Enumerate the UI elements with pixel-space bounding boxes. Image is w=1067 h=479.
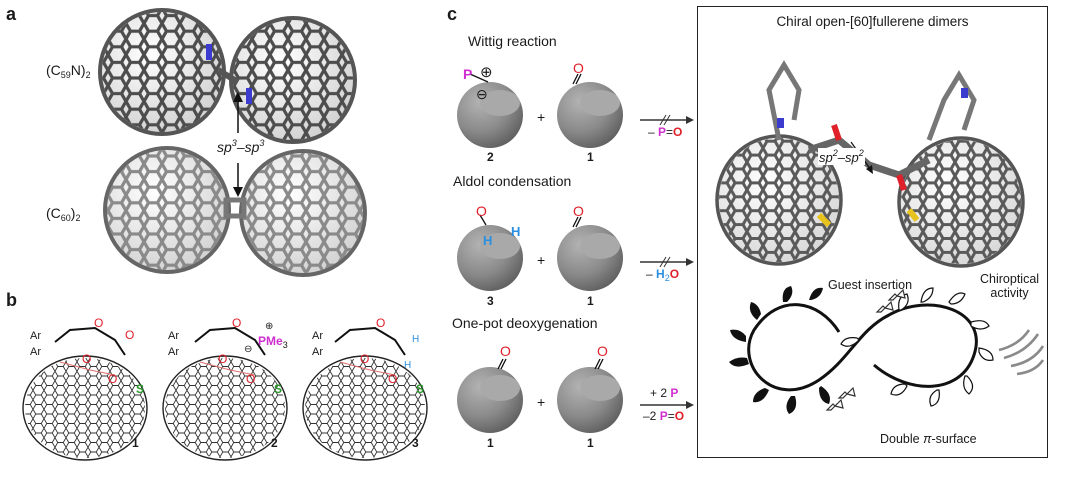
sphere-icon xyxy=(457,225,523,291)
deox-right-o-atom: O xyxy=(597,343,608,359)
aldol-right-number: 1 xyxy=(587,294,594,308)
c2-ar1: Ar xyxy=(168,330,179,342)
c2-minus-charge: ⊖ xyxy=(244,344,253,355)
sphere-icon xyxy=(557,225,623,291)
compound-2-number: 2 xyxy=(271,436,278,450)
box-graphic xyxy=(715,60,1045,414)
aldol-o-atom: O xyxy=(476,203,487,219)
chiroptical-spiral-icon xyxy=(998,329,1045,376)
reaction-arrow-icon xyxy=(640,401,694,409)
c2-o3: O xyxy=(246,372,256,386)
c3-o2: O xyxy=(360,352,370,366)
reaction-arrow-icon xyxy=(640,256,694,268)
c1-o3: O xyxy=(82,352,92,366)
double-pi-surface-label: Double π-surface xyxy=(880,432,977,446)
compound-2-structure xyxy=(162,326,288,461)
c3-h2: H xyxy=(404,360,412,371)
reaction-title-wittig: Wittig reaction xyxy=(468,33,557,49)
c1-ar2: Ar xyxy=(30,346,41,358)
wittig-byproduct: – P=O xyxy=(648,125,683,139)
panel-a-letter: a xyxy=(6,4,17,24)
deox-left-o-atom: O xyxy=(500,343,511,359)
c2-plus-charge: ⊕ xyxy=(265,321,274,332)
c60-dimer-icon xyxy=(103,146,367,277)
box-title: Chiral open-[60]fullerene dimers xyxy=(776,14,969,29)
compound-1-number: 1 xyxy=(132,436,139,450)
c3-s: S xyxy=(416,382,425,396)
compound-3-number: 3 xyxy=(412,436,419,450)
aldol-left-number: 3 xyxy=(487,294,494,308)
panel-b-graphic xyxy=(22,326,428,461)
deox-right-number: 1 xyxy=(587,436,594,450)
c1-s: S xyxy=(136,382,145,396)
wittig-p-atom: P xyxy=(463,66,473,82)
sp3-sp3-label: sp3–sp3 xyxy=(215,138,267,155)
double-arrow-icon xyxy=(825,288,906,411)
sphere-icon xyxy=(557,82,623,148)
aldol-h2-atom: H xyxy=(511,224,521,239)
c59n-dimer-label: (C59N)2 xyxy=(46,62,91,80)
panel-b-letter: b xyxy=(6,290,17,310)
compound-3-structure xyxy=(302,326,428,461)
c3-o1: O xyxy=(376,316,386,330)
c60-dimer-label: (C60)2 xyxy=(46,205,81,223)
c2-o1: O xyxy=(232,316,242,330)
c1-ar1: Ar xyxy=(30,330,41,342)
fullerene-cage-icon xyxy=(897,136,1025,268)
compound-1-structure xyxy=(22,326,148,461)
sphere-icon xyxy=(457,367,523,433)
c2-o2: O xyxy=(218,352,228,366)
c3-h1: H xyxy=(412,334,420,345)
c3-ar2: Ar xyxy=(312,346,323,358)
guest-insertion-label: Guest insertion xyxy=(828,278,913,292)
double-arrow-icon xyxy=(233,92,243,197)
wittig-plus-charge: ⊕ xyxy=(480,64,493,81)
c2-ar2: Ar xyxy=(168,346,179,358)
sphere-icon xyxy=(457,82,523,148)
aldol-right-o-atom: O xyxy=(573,203,584,219)
c1-o2: O xyxy=(125,328,135,342)
reaction-title-deoxygenation: One-pot deoxygenation xyxy=(452,315,598,331)
deox-reagent: + 2 P xyxy=(650,386,679,400)
panel-a-graphic xyxy=(98,8,367,277)
wittig-plus-sign: + xyxy=(537,109,546,125)
wittig-right-number: 1 xyxy=(587,150,594,164)
sp2-sp2-label: sp2–sp2 xyxy=(818,148,865,165)
c2-s: S xyxy=(274,382,283,396)
reaction-arrow-icon xyxy=(640,114,694,126)
wittig-minus-charge: ⊖ xyxy=(476,86,488,102)
c1-o1: O xyxy=(94,316,104,330)
chiral-dimers-box xyxy=(697,6,1048,458)
wittig-left-number: 2 xyxy=(487,150,494,164)
c3-ar1: Ar xyxy=(312,330,323,342)
c2-ylide: PMe3 xyxy=(258,334,288,350)
panel-c-letter: c xyxy=(447,4,458,24)
deox-plus-sign: + xyxy=(537,394,546,410)
panel-c-graphic xyxy=(457,73,694,433)
c59n-dimer-icon xyxy=(98,8,357,144)
double-pi-surface-icon xyxy=(729,286,994,414)
wittig-o-atom: O xyxy=(573,60,584,76)
fullerene-cage-icon xyxy=(715,134,843,266)
aldol-h1-atom: H xyxy=(483,233,493,248)
aldol-plus-sign: + xyxy=(537,252,546,268)
reaction-title-aldol: Aldol condensation xyxy=(453,173,572,189)
c1-o4: O xyxy=(108,372,118,386)
aldol-byproduct: – H2O xyxy=(646,267,680,283)
c3-o3: O xyxy=(388,372,398,386)
deox-left-number: 1 xyxy=(487,436,494,450)
deox-byproduct: –2 P=O xyxy=(643,409,685,423)
sphere-icon xyxy=(557,367,623,433)
